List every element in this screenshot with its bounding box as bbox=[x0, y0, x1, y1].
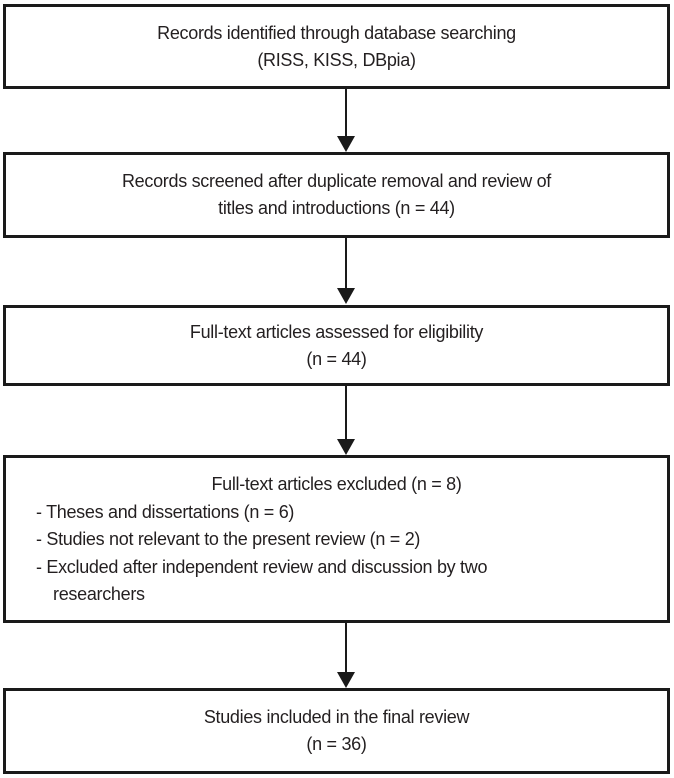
excluded-box-title: Full-text articles excluded (n = 8) bbox=[211, 474, 462, 494]
arrow-head-icon bbox=[337, 288, 355, 304]
excluded-reason-item: - Theses and dissertations (n = 6) bbox=[36, 501, 295, 522]
flow-box-records-identified: Records identified through database sear… bbox=[3, 4, 670, 89]
flow-box-fulltext-excluded: Full-text articles excluded (n = 8) - Th… bbox=[3, 455, 670, 623]
flow-box-fulltext-assessed: Full-text articles assessed for eligibil… bbox=[3, 305, 670, 386]
box-text-line: Full-text articles assessed for eligibil… bbox=[189, 321, 484, 342]
arrow-stem bbox=[345, 238, 347, 290]
box-text-line: Records screened after duplicate removal… bbox=[121, 171, 552, 191]
excluded-reason-item-continuation: researchers bbox=[53, 584, 145, 604]
flow-box-records-screened: Records screened after duplicate removal… bbox=[3, 152, 670, 238]
excluded-reason-item: - Studies not relevant to the present re… bbox=[36, 529, 421, 549]
box-text-line: (RISS, KISS, DBpia) bbox=[257, 49, 416, 70]
flow-box-studies-included: Studies included in the final review (n … bbox=[3, 688, 670, 774]
box-text-line: (n = 36) bbox=[306, 734, 367, 754]
box-text-line: Records identified through database sear… bbox=[157, 22, 516, 43]
arrow-head-icon bbox=[337, 672, 355, 688]
arrow-stem bbox=[345, 89, 347, 138]
arrow-stem bbox=[345, 386, 347, 441]
box-text-line: Studies included in the final review bbox=[203, 707, 470, 727]
arrow-stem bbox=[345, 623, 347, 674]
excluded-reason-item: - Excluded after independent review and … bbox=[36, 556, 488, 577]
box-text-line: titles and introductions (n = 44) bbox=[218, 198, 455, 218]
box-text-line: (n = 44) bbox=[306, 348, 367, 369]
arrow-head-icon bbox=[337, 136, 355, 152]
arrow-head-icon bbox=[337, 439, 355, 455]
